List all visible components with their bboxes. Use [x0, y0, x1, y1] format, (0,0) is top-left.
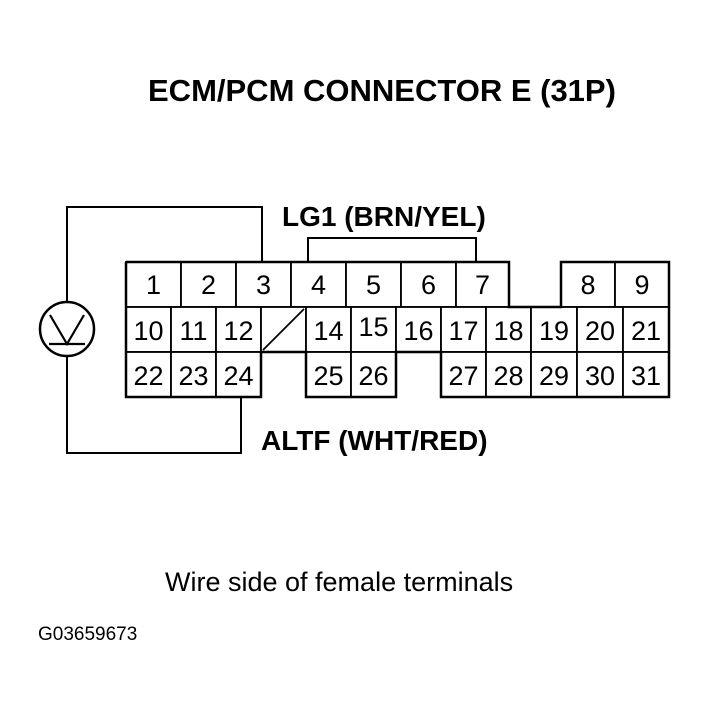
pin-cell-3	[235, 261, 292, 308]
pin-label-2: 2	[201, 270, 216, 300]
pin-label-20: 20	[585, 316, 615, 346]
pin-label-6: 6	[421, 270, 436, 300]
figure-code: G03659673	[38, 624, 137, 645]
pin-cell-24	[215, 351, 262, 398]
pin-label-7: 7	[475, 270, 490, 300]
pin-cell-12	[215, 306, 262, 353]
pin-label-31: 31	[631, 361, 661, 391]
pin-label-11: 11	[179, 316, 207, 346]
pin-label-29: 29	[539, 361, 569, 391]
pin-label-30: 30	[585, 361, 615, 391]
meter-wire-bottom	[66, 357, 242, 454]
pin-label-16: 16	[403, 316, 433, 346]
pin-cell-27	[440, 351, 487, 398]
pin-label-27: 27	[448, 361, 478, 391]
pin-cell-1	[125, 261, 182, 308]
pin-label-12: 12	[223, 316, 253, 346]
lg1-bracket	[307, 237, 477, 262]
pin-label-8: 8	[580, 270, 595, 300]
meter-wire-top	[66, 206, 263, 302]
connector-body: 1 2 3 4 5 6 7 8 9 10 11 12 14 15 16 17 1	[124, 260, 671, 399]
voltmeter-icon	[38, 300, 96, 358]
pin-label-28: 28	[493, 361, 523, 391]
pin-cell-19	[530, 306, 578, 353]
pin-label-5: 5	[366, 270, 381, 300]
pin-label-9: 9	[634, 270, 649, 300]
connector-outline	[124, 260, 671, 399]
diagram-title: ECM/PCM CONNECTOR E (31P)	[148, 73, 616, 108]
pin-cell-18	[485, 306, 532, 353]
pin-label-15: 15	[358, 312, 388, 342]
diagram-caption: Wire side of female terminals	[165, 567, 513, 597]
altf-label: ALTF (WHT/RED)	[261, 425, 488, 456]
pin-label-23: 23	[178, 361, 208, 391]
pin-label-3: 3	[256, 270, 271, 300]
lg1-label: LG1 (BRN/YEL)	[282, 201, 486, 232]
pin-label-19: 19	[539, 316, 569, 346]
pin-label-14: 14	[313, 316, 343, 346]
pin-label-26: 26	[358, 361, 388, 391]
pin-label-4: 4	[311, 270, 326, 300]
pin-label-21: 21	[631, 316, 661, 346]
pin-cell-28	[485, 351, 532, 398]
pin-label-17: 17	[448, 316, 478, 346]
pin-label-22: 22	[133, 361, 163, 391]
pin-label-1: 1	[146, 270, 161, 300]
pin-13-slash	[262, 308, 305, 351]
pin-label-24: 24	[223, 361, 253, 391]
pin-label-25: 25	[313, 361, 343, 391]
pin-label-18: 18	[493, 316, 523, 346]
pin-label-10: 10	[133, 316, 163, 346]
